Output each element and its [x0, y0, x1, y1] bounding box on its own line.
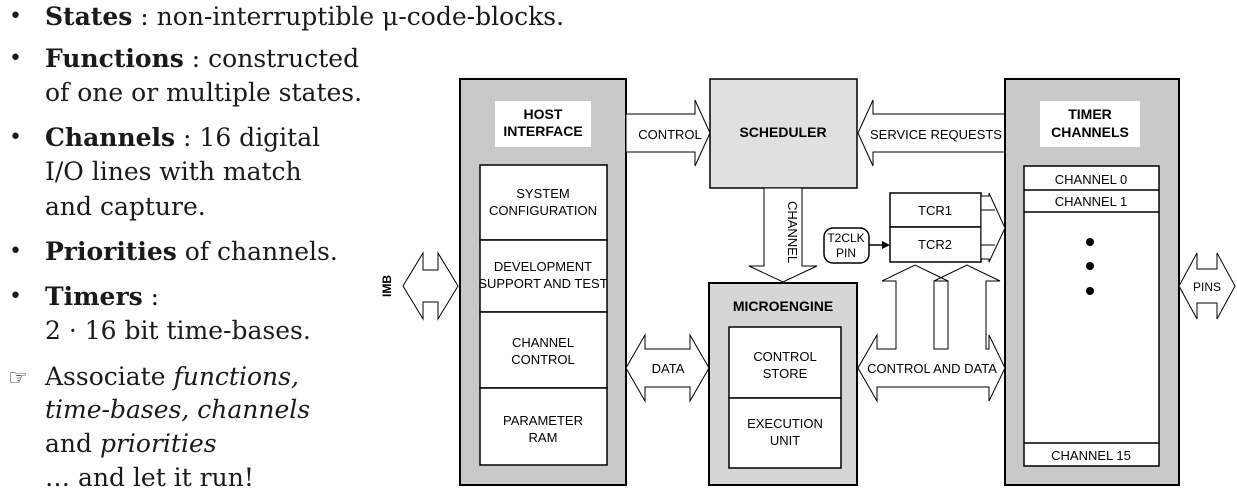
channel-list-box	[1023, 165, 1160, 467]
channel-control-line1: CHANNEL	[512, 335, 574, 350]
timer-title-box	[1040, 101, 1140, 147]
channel-vertical-label: CHANNEL	[785, 201, 800, 263]
bullet-states: States : non-interruptible μ-code-blocks…	[45, 2, 565, 31]
associate-line4: … and let it run!	[45, 463, 254, 492]
host-title-line1: HOST	[524, 106, 563, 122]
associate-line3: and priorities	[45, 429, 217, 458]
associate-line1: Associate functions,	[45, 362, 299, 391]
host-title-line2: INTERFACE	[503, 123, 582, 139]
bullet-dot-icon: •	[9, 46, 22, 71]
host-title-box	[495, 101, 591, 147]
timer-title-line2: CHANNELS	[1051, 124, 1129, 140]
bullet-channels-line3: and capture.	[45, 192, 206, 221]
t2clk-line2: PIN	[836, 246, 856, 260]
bullet-timers: Timers :	[45, 282, 160, 311]
control-label: CONTROL	[638, 127, 702, 142]
pins-label: PINS	[1193, 280, 1221, 294]
bullet-dot-icon: •	[9, 284, 22, 309]
control-arrow	[625, 99, 711, 167]
bullet-priorities: Priorities of channels.	[45, 237, 338, 266]
control-store-line1: CONTROL	[753, 349, 817, 364]
t2clk-line1: T2CLK	[827, 231, 864, 245]
bullet-dot-icon: •	[9, 4, 22, 29]
parameter-ram-line1: PARAMETER	[503, 413, 583, 428]
system-config-line1: SYSTEM	[516, 186, 569, 201]
channel-0-label: CHANNEL 0	[1055, 172, 1127, 187]
control-store-line2: STORE	[763, 366, 808, 381]
associate-line2: time-bases, channels	[45, 395, 311, 424]
ellipsis-dot	[1086, 238, 1094, 246]
microengine-title: MICROENGINE	[733, 298, 833, 314]
bullet-dot-icon: •	[9, 239, 22, 264]
pointing-hand-icon: ☞	[8, 366, 28, 391]
bullet-channels-line2: I/O lines with match	[45, 157, 302, 186]
channel-15-label: CHANNEL 15	[1051, 448, 1131, 463]
imb-bus-arrow	[402, 251, 459, 321]
channel-control-box	[479, 311, 608, 389]
bullet-list: • States : non-interruptible μ-code-bloc…	[0, 0, 564, 492]
scheduler-label: SCHEDULER	[739, 124, 826, 140]
bullet-timers-line2: 2 · 16 bit time-bases.	[45, 316, 311, 345]
control-store-box	[728, 326, 842, 399]
bullet-dot-icon: •	[9, 125, 22, 150]
channel-control-line2: CONTROL	[511, 352, 575, 367]
parameter-ram-box	[479, 387, 608, 466]
imb-label: IMB	[380, 275, 394, 297]
control-and-data-bus-arrow	[857, 264, 1006, 403]
development-support-box	[479, 239, 608, 313]
execution-unit-box	[728, 397, 842, 469]
pins-bus-arrow	[1178, 252, 1236, 320]
bullet-channels: Channels : 16 digital	[45, 123, 321, 152]
development-line2: SUPPORT AND TEST	[478, 276, 607, 291]
service-requests-label: SERVICE REQUESTS	[870, 127, 1002, 142]
development-line1: DEVELOPMENT	[494, 259, 592, 274]
execution-unit-line2: UNIT	[770, 433, 800, 448]
bullet-functions: Functions : constructed	[45, 44, 360, 73]
data-label: DATA	[652, 361, 685, 376]
control-and-data-label: CONTROL AND DATA	[867, 361, 997, 376]
parameter-ram-line2: RAM	[529, 430, 558, 445]
ellipsis-dot	[1086, 262, 1094, 270]
tcr1-register	[889, 192, 982, 228]
execution-unit-line1: EXECUTION	[747, 416, 823, 431]
timer-title-line1: TIMER	[1068, 106, 1112, 122]
tcr-bus-arrow	[980, 192, 1006, 263]
ellipsis-dot	[1086, 287, 1094, 295]
channel-1-label: CHANNEL 1	[1055, 194, 1127, 209]
service-requests-arrow	[857, 99, 1006, 167]
tcr1-label: TCR1	[918, 203, 952, 218]
system-config-line2: CONFIGURATION	[489, 203, 597, 218]
channel-down-arrow	[748, 187, 818, 283]
tcr2-label: TCR2	[918, 237, 952, 252]
bullet-functions-line2: of one or multiple states.	[45, 78, 363, 107]
system-configuration-box	[479, 164, 608, 241]
